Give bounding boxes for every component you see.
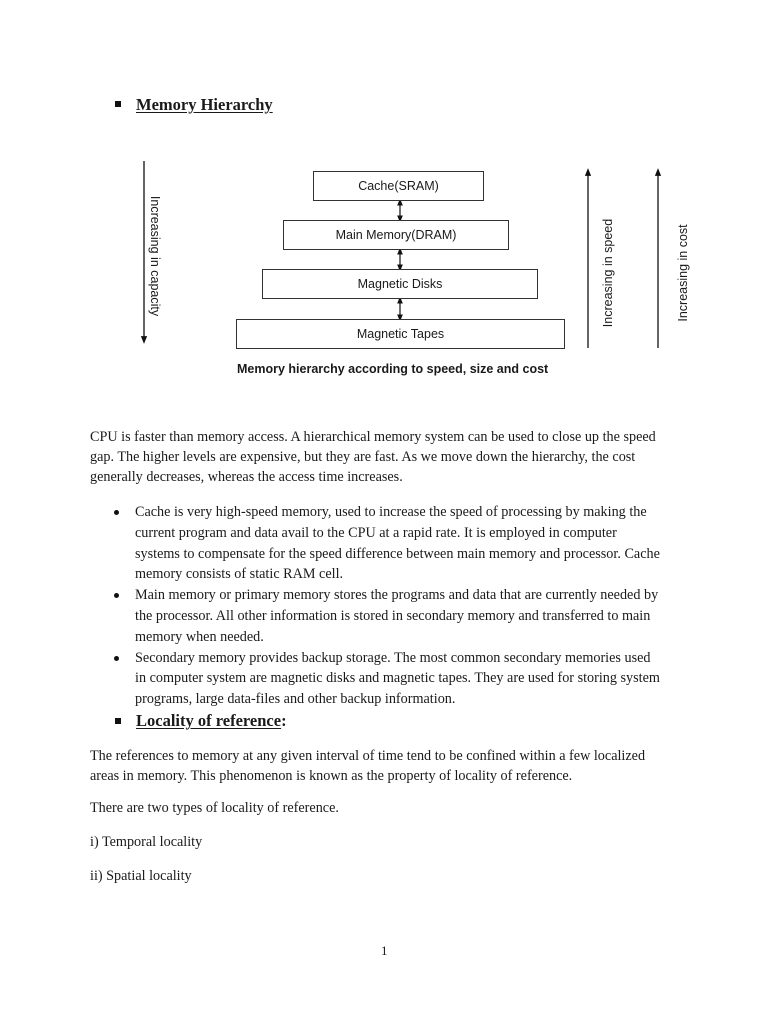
section-title-text: Locality of reference [136,711,282,730]
cost-label: Increasing in cost [676,224,690,322]
list-item-text: Main memory or primary memory stores the… [135,587,659,645]
level-box-magnetic-disks: Magnetic Disks [262,269,538,299]
speed-label: Increasing in speed [601,218,615,328]
memory-hierarchy-diagram: Cache(SRAM) Main Memory(DRAM) Magnetic D… [0,0,768,400]
bullet-icon [114,655,119,661]
level-box-main-memory: Main Memory(DRAM) [283,220,509,250]
level-box-magnetic-tapes: Magnetic Tapes [236,319,565,349]
locality-paragraph: The references to memory at any given in… [90,748,646,784]
section-title-colon: : [281,711,287,730]
square-bullet-icon [115,718,121,724]
capacity-label: Increasing in capacity [148,195,162,317]
spatial-locality-item: ii) Spatial locality [90,868,192,884]
list-item: Secondary memory provides backup storage… [112,648,660,710]
bullet-icon [114,510,119,515]
list-item-text: Secondary memory provides backup storage… [135,649,660,708]
section-title-memory-hierarchy: Memory Hierarchy [136,95,273,114]
diagram-arrows [140,161,662,348]
list-item: Main memory or primary memory stores the… [112,585,660,647]
section-title-locality: Locality of reference: [136,711,287,731]
list-item-text: Cache is very high-speed memory, used to… [135,504,660,583]
locality-types-intro: There are two types of locality of refer… [90,800,339,816]
memory-types-list: Cache is very high-speed memory, used to… [112,502,660,710]
square-bullet-icon [115,101,121,107]
page-number: 1 [381,943,388,958]
temporal-locality-item: i) Temporal locality [90,834,203,850]
intro-paragraph: CPU is faster than memory access. A hier… [90,429,656,485]
bullet-icon [114,593,119,599]
list-item: Cache is very high-speed memory, used to… [112,502,660,585]
level-box-cache: Cache(SRAM) [313,171,484,201]
diagram-caption: Memory hierarchy according to speed, siz… [237,362,549,376]
